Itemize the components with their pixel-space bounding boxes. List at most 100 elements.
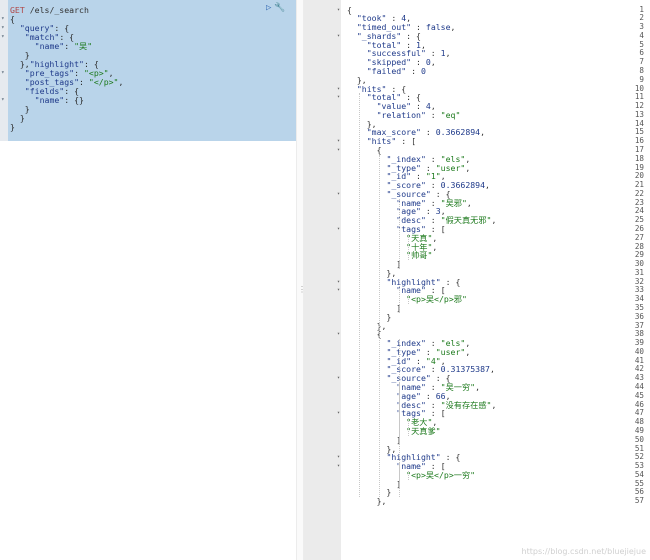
response-code-line: "_type" : "user", (386, 346, 471, 357)
fold-icon[interactable]: ▾ (337, 138, 341, 145)
fold-icon[interactable]: ▾ (337, 375, 341, 382)
response-code-line: "name" : [ (396, 461, 446, 472)
request-code-line[interactable]: "pre_tags": "<p>", (24, 68, 114, 78)
request-code-line[interactable]: } (10, 113, 25, 123)
response-code-line: "total" : { (366, 92, 421, 103)
response-code-line: } (347, 311, 392, 322)
response-code-line: "_source" : { (386, 188, 451, 199)
response-code-line: "name" : [ (396, 285, 446, 296)
line-number: 46 (634, 399, 644, 409)
line-number: 37 (634, 320, 644, 330)
response-code-line: "successful" : 1, (366, 48, 451, 59)
line-number: 7 (639, 57, 644, 67)
request-toolbar: ▷ 🔧 (266, 4, 286, 14)
line-number: 6 (639, 48, 644, 58)
request-code-line[interactable]: "fields": { (24, 86, 80, 96)
response-code-line: "老大", (406, 417, 438, 428)
line-number: 42 (634, 364, 644, 374)
request-line[interactable]: GET /els/_search (10, 5, 89, 15)
selected-request-block[interactable] (8, 0, 296, 141)
line-number: 52 (634, 452, 644, 462)
line-number: 15 (634, 127, 644, 137)
response-code-line: "_id" : "1", (386, 171, 446, 182)
response-code-line: "_score" : 0.3662894, (386, 180, 490, 191)
indent-guide (408, 233, 410, 261)
play-icon[interactable]: ▷ (266, 3, 272, 13)
line-number: 10 (634, 83, 644, 93)
fold-icon[interactable]: ▾ (1, 69, 5, 76)
line-number: 38 (634, 329, 644, 339)
indent-guide (398, 383, 400, 445)
request-code-line[interactable]: } (10, 104, 30, 114)
fold-icon[interactable]: ▾ (337, 32, 341, 39)
response-code-line: "name" : "吴一穷", (396, 382, 481, 393)
request-code-line[interactable]: },"highlight": { (10, 59, 99, 69)
request-code-line[interactable]: "match": { (24, 32, 75, 42)
response-code-line: "total" : 1, (366, 39, 426, 50)
fold-icon[interactable]: ▾ (1, 33, 5, 40)
request-code-line[interactable]: "post_tags": "</p>", (24, 77, 124, 87)
fold-icon[interactable]: ▾ (337, 146, 341, 153)
line-number: 31 (634, 267, 644, 277)
fold-icon[interactable]: ▾ (337, 190, 341, 197)
response-code-line: "帅哥" (406, 250, 433, 261)
fold-icon[interactable]: ▾ (337, 226, 341, 232)
response-code-line: "took" : 4, (356, 13, 412, 24)
fold-icon[interactable]: ▾ (337, 85, 341, 92)
fold-icon[interactable]: ▾ (337, 463, 341, 470)
request-editor-pane[interactable]: GET /els/_search{ "query": { "match": { … (0, 0, 296, 560)
line-number: 16 (634, 136, 644, 146)
line-number: 25 (634, 215, 644, 225)
resize-grip-icon[interactable]: ⋮ (298, 285, 306, 294)
line-number: 8 (639, 65, 644, 75)
fold-icon[interactable]: ▾ (337, 94, 341, 101)
indent-guide (408, 470, 410, 480)
fold-icon[interactable]: ▾ (337, 287, 341, 294)
line-number: 26 (634, 224, 644, 233)
response-code-line: }, (347, 118, 377, 129)
response-code-line: }, (347, 443, 397, 454)
line-number: 4 (639, 30, 644, 40)
fold-icon[interactable]: ▾ (337, 278, 341, 285)
wrench-icon[interactable]: 🔧 (274, 3, 286, 13)
response-code-line: "_index" : "els", (386, 153, 471, 164)
request-code-line[interactable]: "query": { (19, 23, 70, 33)
response-code-line: } (347, 487, 392, 498)
line-number: 11 (634, 92, 644, 102)
line-number: 27 (634, 232, 644, 242)
line-number: 20 (634, 171, 644, 181)
response-code-line: "timed_out" : false, (356, 22, 456, 33)
fold-icon[interactable]: ▾ (337, 410, 341, 417)
response-code-line: }, (347, 320, 387, 331)
response-code-line: "failed" : 0 (366, 65, 426, 76)
line-number: 17 (634, 144, 644, 154)
line-number: 22 (634, 188, 644, 198)
request-code-line[interactable]: "name": {} (34, 95, 84, 105)
line-number: 19 (634, 162, 644, 172)
line-number: 53 (634, 461, 644, 471)
fold-icon[interactable]: ▾ (1, 24, 5, 31)
line-number: 2 (639, 13, 644, 23)
request-code-line[interactable]: "name": "吴" (34, 41, 93, 51)
fold-icon[interactable]: ▾ (337, 331, 341, 338)
fold-icon[interactable]: ▾ (1, 96, 5, 103)
fold-icon[interactable]: ▾ (1, 15, 5, 22)
response-code-line: }, (347, 496, 387, 507)
fold-icon[interactable]: ▾ (337, 454, 341, 461)
line-number: 51 (634, 443, 644, 453)
watermark: https://blog.csdn.net/bluejiejue (521, 547, 646, 556)
response-pane[interactable]: 1▾{2 "took" : 4,3 "timed_out" : false,4▾… (304, 0, 650, 560)
line-number: 44 (634, 382, 644, 392)
request-code-line[interactable]: { (10, 14, 15, 24)
line-number: 29 (634, 250, 644, 260)
response-code-line: "name" : "吴邪", (396, 197, 472, 208)
line-number: 24 (634, 206, 644, 216)
line-number: 45 (634, 390, 644, 400)
request-code-line[interactable]: } (10, 122, 15, 132)
line-number: 56 (634, 487, 644, 497)
pane-resizer[interactable] (296, 0, 304, 560)
fold-icon[interactable]: ▾ (337, 6, 341, 13)
line-number: 49 (634, 425, 644, 435)
indent-guide (408, 418, 410, 436)
request-code-line[interactable]: } (10, 50, 30, 60)
